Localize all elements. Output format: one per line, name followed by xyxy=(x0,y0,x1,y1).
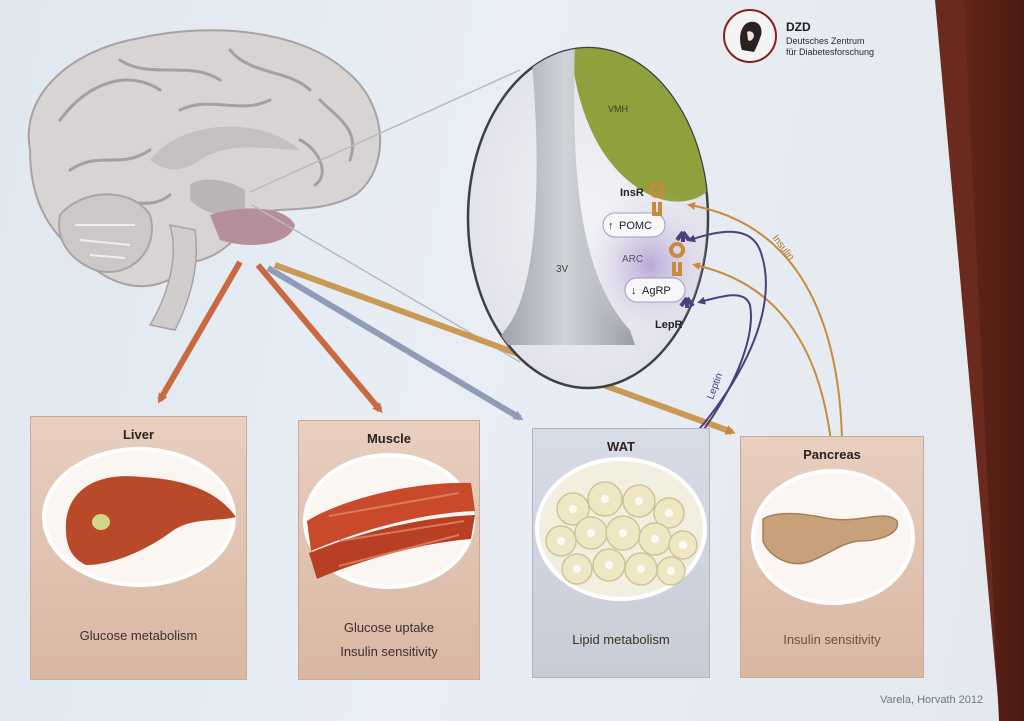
panel-wat: WAT Lipid metabolism xyxy=(532,428,710,678)
leptin-label: Leptin xyxy=(705,372,725,401)
panel-liver: Liver Glucose metabolism xyxy=(30,416,247,680)
logo-name: Deutsches Zentrum für Diabetesforschung xyxy=(786,36,926,58)
arc-label: ARC xyxy=(622,254,643,265)
arrow-to-muscle xyxy=(258,265,380,410)
dzd-logo: DZD Deutsches Zentrum für Diabetesforsch… xyxy=(720,6,930,66)
caption-muscle-2: Insulin sensitivity xyxy=(299,641,479,663)
vmh-label: VMH xyxy=(608,104,628,114)
agrp-label: AgRP xyxy=(642,285,671,297)
logo-line-2: für Diabetesforschung xyxy=(786,47,926,58)
caption-liver: Glucose metabolism xyxy=(31,625,246,647)
dzd-emblem-icon xyxy=(720,6,780,66)
panel-pancreas: Pancreas Insulin sensitivity xyxy=(740,436,924,678)
caption-muscle-1: Glucose uptake xyxy=(299,617,479,639)
pomc-label: POMC xyxy=(619,220,652,232)
logo-abbr: DZD xyxy=(786,20,811,34)
insr-label: InsR xyxy=(620,187,644,199)
hypothalamus-lens: VMH 3V ARC InsR ↑ POMC ↓ AgRP LepR xyxy=(468,40,720,388)
panel-muscle: Muscle Glucose uptake Insulin sensitivit… xyxy=(298,420,480,680)
liver-spot xyxy=(92,514,110,530)
lepr-label: LepR xyxy=(655,319,683,331)
agrp-arrow: ↓ xyxy=(631,285,637,297)
insulin-label: Insulin xyxy=(770,233,796,263)
3v-label: 3V xyxy=(556,264,569,275)
pomc-arrow: ↑ xyxy=(608,220,614,232)
caption-wat: Lipid metabolism xyxy=(533,629,709,651)
citation-credit: Varela, Horvath 2012 xyxy=(880,694,983,706)
logo-line-1: Deutsches Zentrum xyxy=(786,36,926,47)
caption-pancreas: Insulin sensitivity xyxy=(741,629,923,651)
